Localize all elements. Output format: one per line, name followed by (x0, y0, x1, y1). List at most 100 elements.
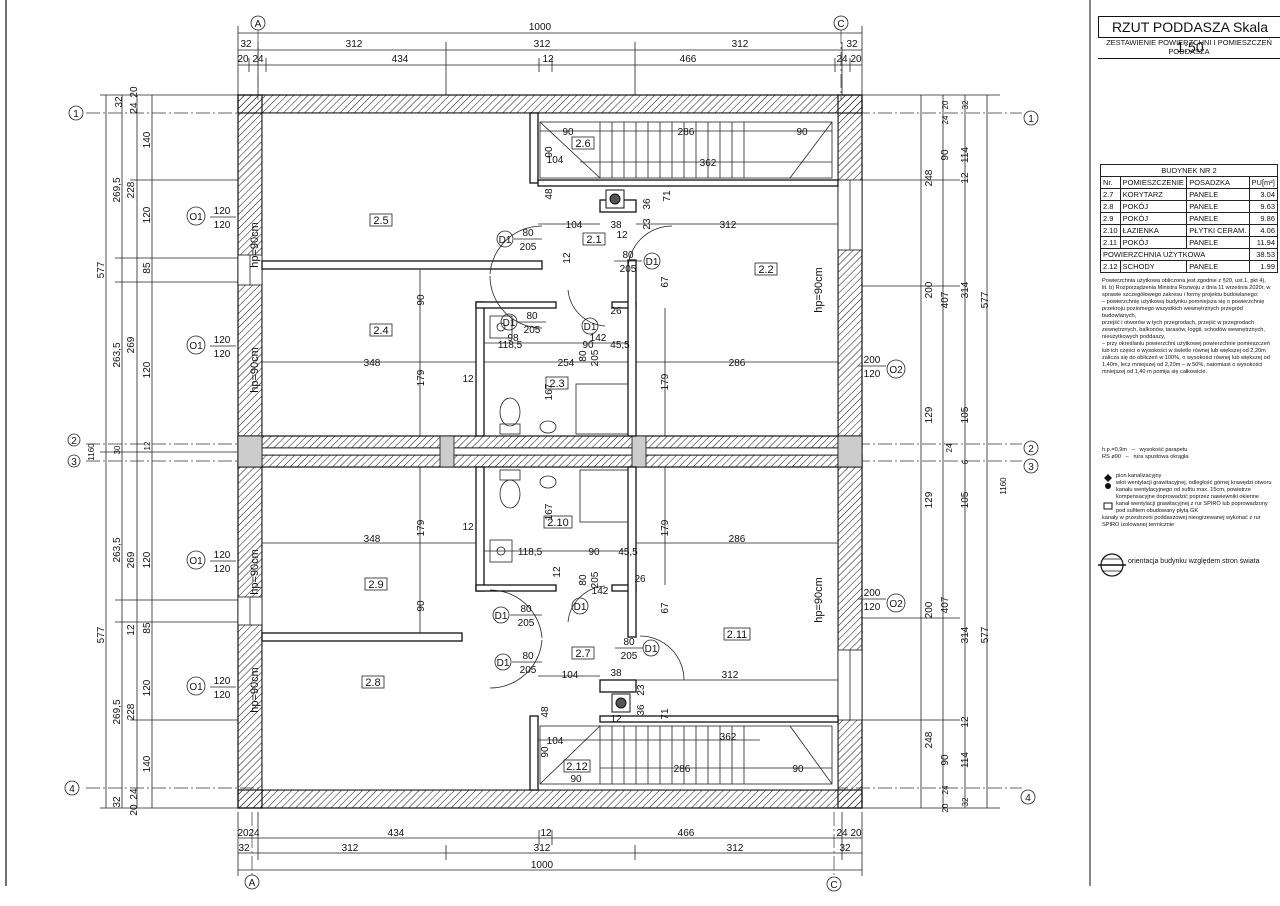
door-height: 205 (524, 325, 541, 336)
dim-label: 200 (924, 601, 935, 618)
dim-label: 114 (960, 752, 971, 768)
dim-label: 228 (126, 181, 137, 198)
legend-desc: rura spustowa okrągła (1133, 454, 1189, 460)
legend-note: kanały w przestrzeni poddaszowej nieogrz… (1102, 515, 1261, 528)
dim-label: 90 (588, 547, 600, 558)
dim-label: 314 (960, 281, 971, 298)
dim-label: 179 (416, 519, 427, 536)
room-label-2-3: 2.3 (549, 378, 564, 390)
window-height: 120 (214, 349, 231, 360)
window-tags-right: 200 120 O2 hp=90cm 200 120 O2 hp=90cm (813, 267, 906, 623)
dim-label: 71 (662, 190, 673, 202)
sill-height: hp=90cm (813, 577, 825, 623)
dim-label: 20 (129, 804, 140, 816)
note-line: Powierzchnia użytkowa obliczona jest zgo… (1102, 278, 1266, 284)
dim-label: 12 (552, 566, 563, 578)
dim-label: 32 (240, 39, 252, 50)
cell-room: SCHODY (1119, 260, 1188, 273)
window-width: 120 (214, 206, 231, 217)
legend-symbols (1098, 474, 1126, 577)
sill-height: hp=90cm (249, 549, 261, 595)
title-block: RZUT PODDASZA Skala 1:50 (1098, 16, 1280, 55)
dim-label: 286 (674, 764, 691, 775)
area-notes: Powierzchnia użytkowa obliczona jest zgo… (1102, 278, 1278, 376)
room-schedule-table: BUDYNEK NR 2 Nr. POMIESZCZENIE POSADZKA … (1100, 164, 1279, 273)
dim-label: 23 (642, 218, 653, 230)
dim-label: 90 (792, 764, 804, 775)
dim-label: 434 (392, 54, 409, 65)
cell-floor: PANELE (1186, 200, 1250, 213)
note-line: – przy określaniu powierzchni użytkowej … (1102, 341, 1270, 347)
dim-label: 85 (142, 622, 153, 634)
dim-label: 12 (542, 54, 554, 65)
bottom-dimensions: 20 24 434 12 466 24 20 32 312 312 312 32… (237, 812, 863, 876)
axis-label-a: A (255, 19, 262, 30)
bathroom-fixtures (489, 315, 629, 563)
dim-label: 228 (126, 703, 137, 720)
room-label-2-4: 2.4 (373, 325, 388, 337)
legend-note: pion kanalizacyjny (1116, 473, 1162, 479)
dim-label: 140 (142, 755, 153, 772)
dim-label: 167 (544, 383, 555, 400)
sill-height: hp=90cm (249, 347, 261, 393)
dim-label: 466 (680, 54, 697, 65)
axis-label-4: 4 (69, 784, 75, 795)
dim-label: 104 (547, 155, 564, 166)
note-line: lub ich części o wysokości w świetle rów… (1102, 348, 1266, 354)
dim-label: 12 (610, 714, 622, 725)
door-width: 80 (623, 637, 635, 648)
dim-label: 20 (850, 54, 862, 65)
cell-room: POKÓJ (1119, 200, 1188, 213)
window-height: 120 (864, 602, 881, 613)
dim-label: 98 (507, 333, 519, 344)
cell-area: 1.99 (1248, 260, 1279, 273)
cell-room: ŁAZIENKA (1119, 224, 1188, 237)
dim-label: 38 (610, 668, 622, 679)
dim-label: 120 (142, 551, 153, 568)
dim-label: 12 (960, 172, 971, 184)
cell-nr: 2.12 (1100, 260, 1121, 273)
dim-label: 24 (129, 788, 140, 800)
door-height: 205 (520, 665, 537, 676)
dim-label: 577 (96, 626, 107, 643)
window-tags-left: O1 120 120 hp=90cm O1 120 120 hp=90cm O1… (186, 206, 261, 713)
dim-label: 20 (941, 803, 950, 812)
window-width: 200 (864, 355, 881, 366)
axis-label-a: A (249, 878, 256, 889)
dim-label: 71 (660, 708, 671, 720)
dim-label: 312 (346, 39, 363, 50)
cell-area: 9.86 (1248, 212, 1279, 225)
dim-label: 48 (544, 188, 555, 200)
dim-label: 67 (660, 276, 671, 288)
dim-label: 577 (980, 291, 991, 308)
col-header-floor: POSADZKA (1186, 176, 1250, 189)
dim-label: 179 (660, 519, 671, 536)
interior-dimensions: 90 286 90 362 104 104 38 312 48 90 36 23… (262, 127, 838, 791)
legend: h.p.=0,9m – wysokość parapetu RS ø90 – r… (1102, 447, 1278, 529)
cell-area: 9.63 (1248, 200, 1279, 213)
door-tag: D1 (499, 235, 512, 246)
cell-room: KORYTARZ (1119, 188, 1188, 201)
cell-nr: 2.9 (1100, 212, 1121, 225)
building-label: BUDYNEK NR 2 (1100, 164, 1278, 177)
legend-row: RS ø90 – rura spustowa okrągła (1102, 454, 1278, 461)
legend-note: wlot wentylacji grawitacyjnej, odległość… (1116, 480, 1272, 500)
door-tag: D1 (497, 658, 510, 669)
dim-label: 200 (924, 281, 935, 298)
dim-label: 32 (846, 39, 858, 50)
dim-label: 466 (678, 828, 695, 839)
window-height: 120 (864, 369, 881, 380)
dim-label: 90 (940, 149, 951, 161)
dim-label: 118,5 (498, 340, 523, 351)
dim-label: 167 (544, 503, 555, 520)
dim-label: 23 (636, 684, 647, 696)
door-width: 80 (520, 604, 532, 615)
dim-label: 577 (96, 261, 107, 278)
cell-room: POKÓJ (1119, 236, 1188, 249)
left-dimensions: 32 24 20 140 228 120 269,5 577 85 120 26… (87, 86, 238, 816)
window-width: 200 (864, 588, 881, 599)
note-line: lit. b) Rozporządzenia Ministra Rozwoju … (1102, 285, 1271, 291)
legend-key: h.p.=0,9m (1102, 447, 1128, 453)
